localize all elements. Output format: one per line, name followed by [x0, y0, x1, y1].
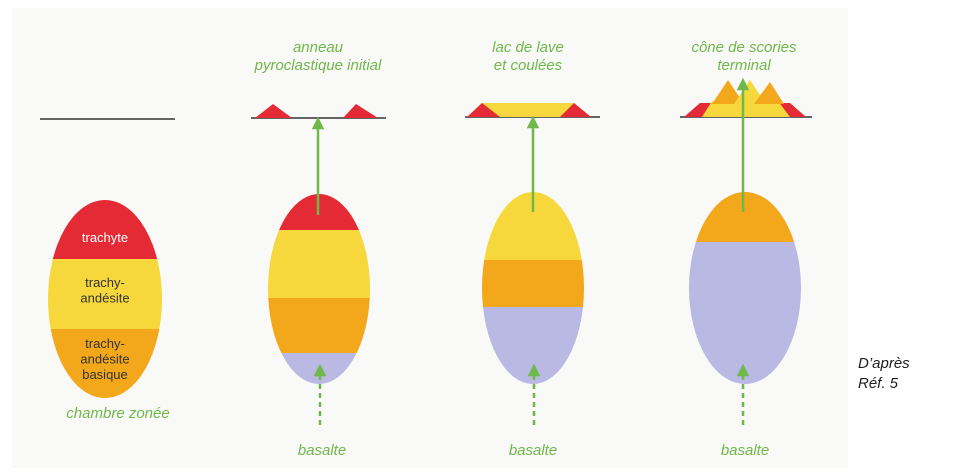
text-line: trachy-: [85, 275, 125, 290]
source-credit: D’après Réf. 5: [858, 354, 963, 394]
label-basalte: basalte: [298, 442, 346, 459]
text-line: terminal: [717, 57, 771, 74]
text-line: andésite: [80, 291, 129, 306]
layer-trachyte: [260, 190, 380, 230]
pyroclastic-mound-right: [343, 104, 378, 118]
layer-trachy-andesite-basique: [685, 190, 810, 242]
layer-trachy-andesite: [475, 190, 595, 260]
credit-line-2: Réf. 5: [858, 374, 963, 394]
text-line: basique: [82, 367, 128, 382]
caption-chambre-zonee: chambre zonée: [66, 405, 169, 422]
text-line: pyroclastique initial: [254, 57, 382, 74]
layer-basalte: [685, 242, 810, 387]
layer-trachy-andesite-basique: [475, 260, 595, 307]
layer-trachy-andesite: [260, 230, 380, 298]
credit-line-1: D’après: [858, 354, 963, 374]
label-trachy-andesite: trachy-andésite: [80, 275, 129, 306]
layer-trachy-andesite-basique: [260, 298, 380, 353]
layer-trachyte: [40, 195, 180, 259]
text-line: anneau: [293, 39, 344, 56]
text-line: trachyte: [82, 230, 128, 245]
text-line: lac de lave: [492, 39, 564, 56]
panel-chambre-zonee: trachyte trachy-andésite trachy-andésite…: [40, 119, 180, 422]
pyroclastic-mound-left: [255, 104, 292, 118]
text-line: andésite: [80, 352, 129, 367]
label-basalte: basalte: [721, 442, 769, 459]
label-basalte: basalte: [509, 442, 557, 459]
text-line: et coulées: [494, 57, 563, 74]
text-line: trachy-: [85, 336, 125, 351]
text-line: cône de scories: [691, 39, 797, 56]
label-trachyte: trachyte: [82, 230, 128, 245]
